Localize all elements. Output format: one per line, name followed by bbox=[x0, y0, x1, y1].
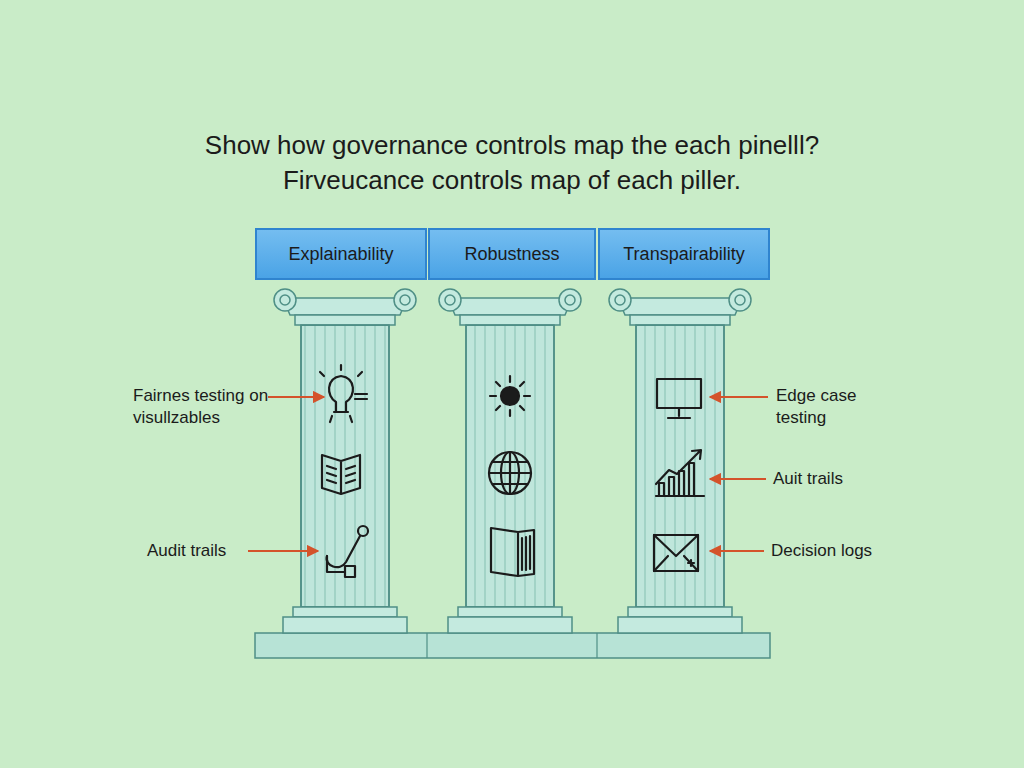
pillar-header: Explainability bbox=[255, 228, 427, 280]
pillar-header: Transpairability bbox=[598, 228, 770, 280]
control-label: Auit trails bbox=[773, 468, 893, 490]
pillar-header: Robustness bbox=[428, 228, 596, 280]
control-label: Edge case testing bbox=[776, 385, 886, 429]
pillar-name: Transpairability bbox=[623, 244, 744, 265]
plinth bbox=[255, 633, 770, 658]
control-label: Fairnes testing on visullzables bbox=[133, 385, 273, 429]
title: Show how governance controls map the eac… bbox=[172, 128, 852, 198]
icons bbox=[320, 365, 704, 577]
control-label: Audit trails bbox=[147, 540, 247, 562]
pillar-column bbox=[274, 289, 416, 633]
pillar-name: Robustness bbox=[464, 244, 559, 265]
leader-arrows bbox=[248, 397, 768, 551]
pillar-column bbox=[609, 289, 751, 633]
pillar-column bbox=[439, 289, 581, 633]
control-label: Decision logs bbox=[771, 540, 901, 562]
pillar-name: Explainability bbox=[288, 244, 393, 265]
